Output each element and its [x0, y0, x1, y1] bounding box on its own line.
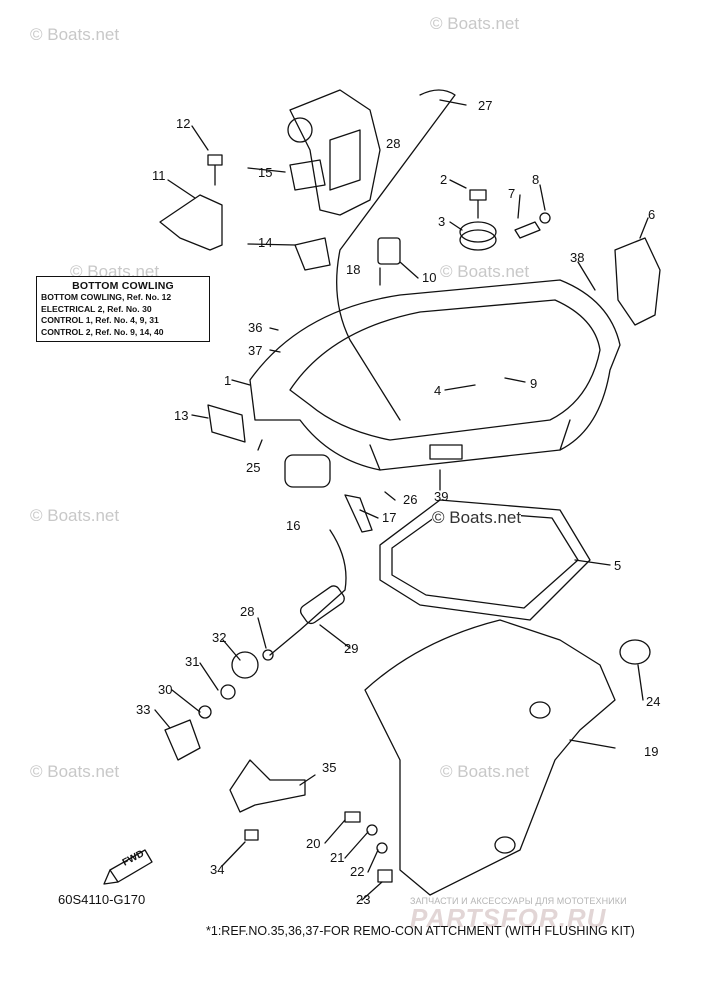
grommet-block	[284, 454, 331, 488]
cap-nut	[231, 651, 259, 679]
shop-tagline: ЗАПЧАСТИ И АКСЕССУАРЫ ДЛЯ МОТОТЕХНИКИ	[410, 896, 627, 906]
callout-33: 33	[136, 702, 151, 717]
callout-32: 32	[212, 630, 227, 645]
callout-19: 19	[644, 744, 659, 759]
shop-logo: PARTSFOR.RU	[410, 903, 607, 933]
callout-29: 29	[344, 641, 359, 656]
callout-3: 3	[438, 214, 446, 229]
reference-box: BOTTOM COWLING BOTTOM COWLING, Ref. No. …	[36, 276, 210, 342]
callout-34: 34	[210, 862, 225, 877]
footnote: *1:REF.NO.35,36,37-FOR REMO-CON ATTCHMEN…	[206, 924, 635, 938]
callout-7: 7	[508, 186, 516, 201]
watermark: © Boats.net	[430, 14, 520, 33]
callout-13: 13	[174, 408, 189, 423]
callout-10: 10	[422, 270, 437, 285]
reference-line: CONTROL 1, Ref. No. 4, 9, 31	[41, 315, 159, 325]
bottom-cover	[364, 619, 616, 896]
callout-4: 4	[434, 383, 442, 398]
watermark: © Boats.net	[440, 762, 530, 781]
watermark: © Boats.net	[440, 262, 530, 281]
callout-28-lower: 28	[240, 604, 255, 619]
callout-17: 17	[382, 510, 397, 525]
reference-box-title: BOTTOM COWLING	[72, 280, 174, 292]
callout-14: 14	[258, 235, 273, 250]
side-bracket	[614, 237, 661, 326]
hose	[336, 89, 456, 421]
engine-block-outline	[289, 89, 381, 216]
watermark-highlight: © Boats.net	[432, 508, 522, 528]
callout-6: 6	[648, 207, 656, 222]
reference-line: ELECTRICAL 2, Ref. No. 30	[41, 303, 152, 314]
callout-18: 18	[346, 262, 361, 277]
callout-8: 8	[532, 172, 540, 187]
callout-28: 28	[386, 136, 401, 151]
callout-26: 26	[403, 492, 418, 507]
grommet	[459, 229, 497, 251]
callout-35: 35	[322, 760, 337, 775]
callout-1: 1	[224, 373, 232, 388]
callout-11: 11	[152, 168, 166, 183]
callout-22: 22	[350, 864, 365, 879]
callout-2: 2	[440, 172, 448, 187]
callout-25: 25	[246, 460, 261, 475]
callout-16: 16	[286, 518, 301, 533]
bottom-cowling-pan	[249, 279, 621, 471]
reference-line: CONTROL 2, Ref. No. 9, 14, 40	[41, 326, 164, 337]
callout-30: 30	[158, 682, 173, 697]
watermark: © Boats.net	[30, 506, 120, 525]
callout-24: 24	[646, 694, 661, 709]
remo-con-bracket	[229, 759, 306, 813]
bracket	[159, 194, 223, 251]
callout-15: 15	[258, 165, 273, 180]
watermark: © Boats.net	[30, 25, 120, 44]
callout-37: 37	[248, 343, 263, 358]
callout-39: 39	[434, 489, 449, 504]
diagram-code: 60S4110-G170	[58, 892, 146, 907]
callout-20: 20	[306, 836, 321, 851]
callout-21: 21	[330, 850, 345, 865]
reference-line: BOTTOM COWLING, Ref. No. 12	[41, 292, 172, 302]
callout-36: 36	[248, 320, 263, 335]
seal-ring	[379, 499, 591, 621]
callout-38: 38	[570, 250, 585, 265]
callout-12: 12	[176, 116, 191, 131]
callout-27: 27	[478, 98, 493, 113]
callout-5: 5	[614, 558, 622, 573]
callout-31: 31	[185, 654, 200, 669]
callout-9: 9	[530, 376, 538, 391]
stopper	[164, 719, 201, 761]
callout-23: 23	[356, 892, 371, 907]
watermark: © Boats.net	[30, 762, 120, 781]
